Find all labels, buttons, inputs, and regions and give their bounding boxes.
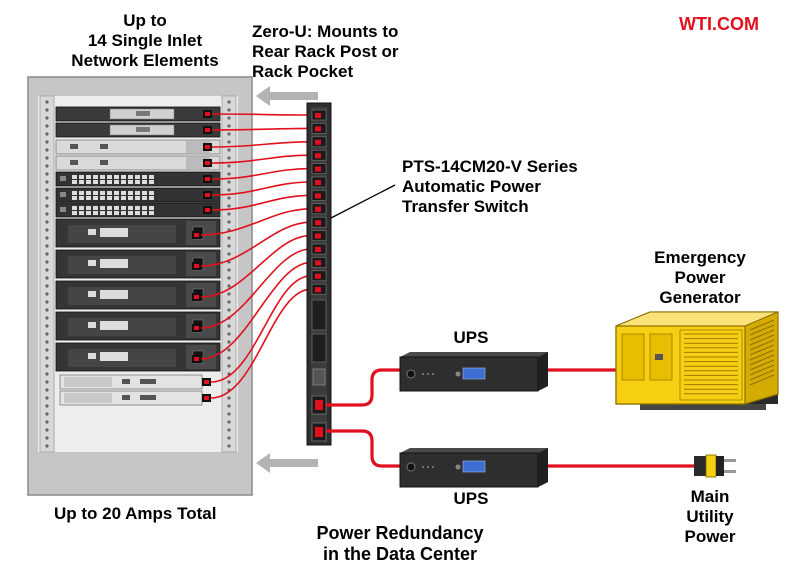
rack-device	[55, 122, 221, 138]
rack-device	[55, 342, 221, 372]
label-zero-u-mount: Zero-U: Mounts to Rear Rack Post or Rack…	[252, 22, 399, 81]
ups-input-cables	[326, 368, 694, 468]
rack-device	[55, 155, 221, 171]
rack-device	[55, 171, 221, 187]
rack-device	[59, 374, 211, 390]
rack-device	[55, 202, 221, 218]
generator-icon	[615, 311, 779, 410]
label-ups-top: UPS	[453, 328, 489, 347]
mount-arrow-top	[256, 86, 318, 106]
pts-transfer-switch	[306, 102, 396, 446]
rack-device	[55, 311, 221, 341]
brand-logo: WTI.COM	[679, 14, 759, 34]
label-pts-switch: PTS-14CM20-V Series Automatic Power Tran…	[402, 157, 578, 216]
rack-device	[55, 280, 221, 310]
ups-unit-top	[399, 352, 548, 392]
server-rack	[27, 76, 253, 496]
label-ups-bottom: UPS	[453, 489, 489, 508]
label-total-amps: Up to 20 Amps Total	[54, 504, 217, 523]
diagram-title: Power Redundancy in the Data Center	[316, 523, 484, 564]
rack-device	[55, 139, 221, 155]
rack-device	[55, 249, 221, 279]
device-power-cables	[200, 113, 312, 399]
rack-device	[55, 106, 221, 122]
rack-device	[55, 218, 221, 248]
mount-arrow-bottom	[256, 453, 318, 473]
rack-device	[55, 187, 221, 203]
label-rack-capacity: Up to 14 Single Inlet Network Elements	[71, 11, 219, 70]
rack-device	[59, 390, 211, 406]
label-main-utility: Main Utility Power	[684, 487, 736, 546]
ups-unit-bottom	[399, 448, 548, 488]
utility-plug-icon	[694, 454, 736, 478]
label-emergency-generator: Emergency Power Generator	[654, 248, 746, 307]
